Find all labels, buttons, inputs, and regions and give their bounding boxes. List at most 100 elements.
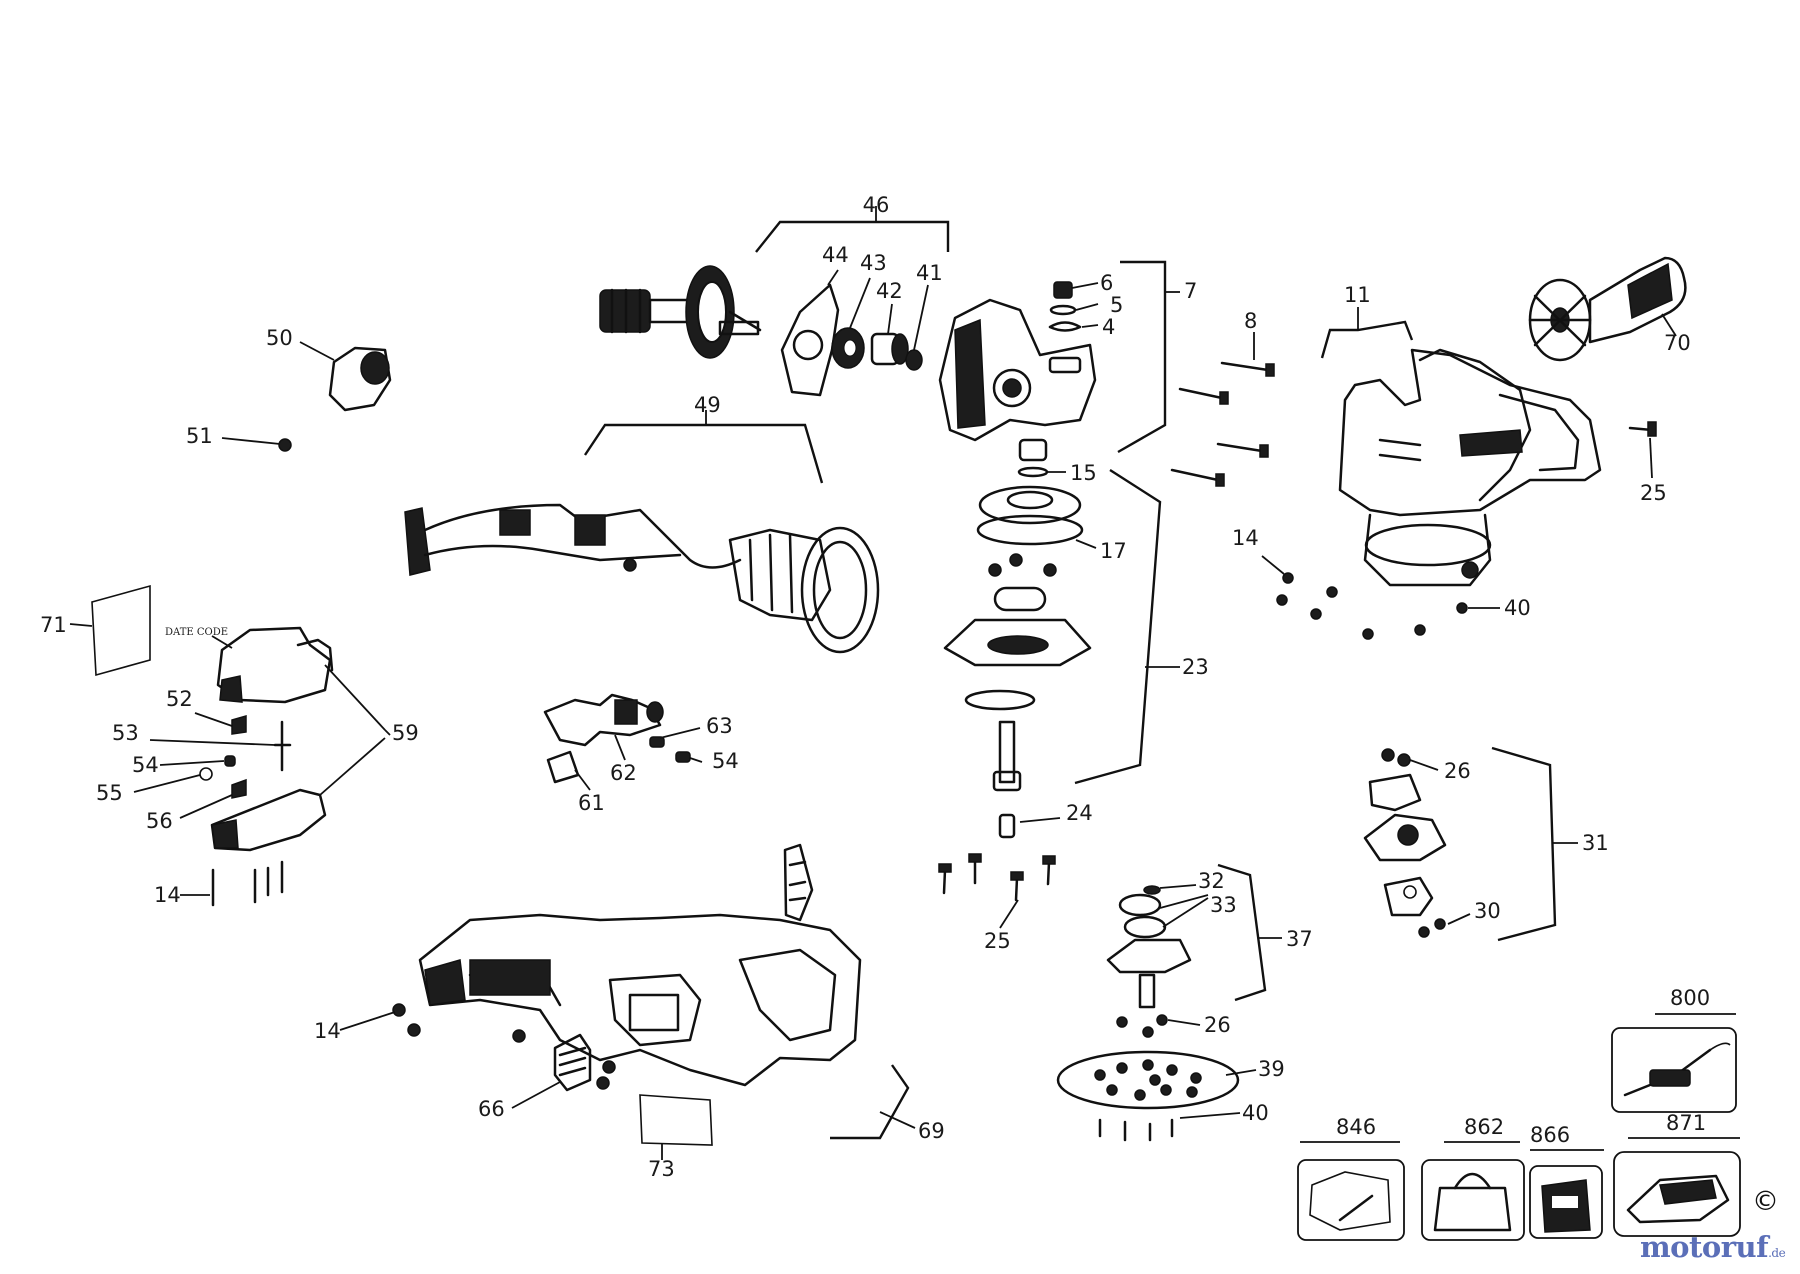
small-screw-part[interactable] — [221, 437, 292, 452]
watermark-logo: motoruf.de — [1640, 1230, 1786, 1264]
part-label-14c[interactable]: 14 — [314, 1019, 341, 1043]
gear-housing-part[interactable] — [938, 298, 1097, 442]
switch-module-part[interactable] — [299, 341, 392, 412]
part-label-31[interactable]: 31 — [1582, 831, 1609, 855]
bracket-7 — [1117, 260, 1180, 454]
main-housing-part[interactable] — [1320, 307, 1602, 587]
gear-plate-part[interactable] — [976, 485, 1097, 549]
part-label-4[interactable]: 4 — [1102, 315, 1115, 339]
housing-bottom-screws-part[interactable] — [1261, 555, 1500, 640]
main-body-housing-part[interactable] — [418, 843, 862, 1087]
accessory-box-871[interactable] — [1613, 1137, 1741, 1237]
part-label-25b[interactable]: 25 — [984, 929, 1011, 953]
spindle-lock-part[interactable] — [1048, 281, 1099, 332]
accessory-box-862[interactable] — [1421, 1141, 1525, 1241]
trigger-assembly-part[interactable] — [543, 693, 703, 791]
rear-handle-halves-part[interactable] — [210, 626, 391, 852]
part-label-63[interactable]: 63 — [706, 714, 733, 738]
bushing-part[interactable] — [870, 303, 909, 366]
part-label-33[interactable]: 33 — [1210, 893, 1237, 917]
side-handle-part[interactable] — [1528, 256, 1687, 362]
info-card-part[interactable] — [69, 584, 151, 677]
part-label-846[interactable]: 846 — [1336, 1115, 1376, 1139]
part-label-26b[interactable]: 26 — [1204, 1013, 1231, 1037]
accessory-box-866[interactable] — [1529, 1149, 1604, 1239]
gear-case-screws-part[interactable] — [938, 853, 1056, 929]
part-label-55[interactable]: 55 — [96, 781, 123, 805]
part-label-49[interactable]: 49 — [694, 393, 721, 417]
part-label-54a[interactable]: 54 — [132, 753, 159, 777]
part-label-30[interactable]: 30 — [1474, 899, 1501, 923]
part-label-37[interactable]: 37 — [1286, 927, 1313, 951]
accessory-box-846[interactable] — [1297, 1141, 1405, 1241]
part-label-6[interactable]: 6 — [1100, 271, 1113, 295]
bracket-37 — [1217, 863, 1282, 1002]
part-label-46[interactable]: 46 — [863, 193, 890, 217]
watermark-brand: motoruf — [1640, 1230, 1769, 1264]
handle-screw-part[interactable] — [1628, 421, 1657, 479]
part-label-54b[interactable]: 54 — [712, 749, 739, 773]
motor-wiring-assembly-part[interactable] — [404, 503, 880, 654]
part-label-14a[interactable]: 14 — [1232, 526, 1259, 550]
bracket-49 — [584, 410, 824, 484]
sanding-pad-assembly-part[interactable] — [1056, 884, 1257, 1142]
part-label-14b[interactable]: 14 — [154, 883, 181, 907]
handle-screws-part[interactable] — [180, 860, 284, 907]
spindle-part[interactable] — [992, 720, 1061, 839]
part-label-53[interactable]: 53 — [112, 721, 139, 745]
part-label-866[interactable]: 866 — [1530, 1123, 1570, 1147]
washer-part[interactable] — [1017, 438, 1066, 478]
part-label-5[interactable]: 5 — [1110, 293, 1123, 317]
baffle-plate-part[interactable] — [780, 269, 840, 397]
part-label-17[interactable]: 17 — [1100, 539, 1127, 563]
part-label-70[interactable]: 70 — [1664, 331, 1691, 355]
part-label-24[interactable]: 24 — [1066, 801, 1093, 825]
part-label-71[interactable]: 71 — [40, 613, 67, 637]
part-label-41[interactable]: 41 — [916, 261, 943, 285]
watermark-tld: .de — [1768, 1246, 1786, 1260]
part-label-871[interactable]: 871 — [1666, 1111, 1706, 1135]
pad-mount-assembly-part[interactable] — [1363, 748, 1471, 938]
part-label-862[interactable]: 862 — [1464, 1115, 1504, 1139]
copyright-symbol: © — [1752, 1186, 1779, 1217]
part-label-52[interactable]: 52 — [166, 687, 193, 711]
part-label-59[interactable]: 59 — [392, 721, 419, 745]
part-label-26a[interactable]: 26 — [1444, 759, 1471, 783]
part-label-62[interactable]: 62 — [610, 761, 637, 785]
switch-button-part[interactable] — [511, 1033, 592, 1109]
part-label-66[interactable]: 66 — [478, 1097, 505, 1121]
part-label-42[interactable]: 42 — [876, 279, 903, 303]
part-label-40b[interactable]: 40 — [1242, 1101, 1269, 1125]
part-label-61[interactable]: 61 — [578, 791, 605, 815]
part-label-69[interactable]: 69 — [918, 1119, 945, 1143]
part-label-56[interactable]: 56 — [146, 809, 173, 833]
part-label-73[interactable]: 73 — [648, 1157, 675, 1181]
part-label-51[interactable]: 51 — [186, 424, 213, 448]
part-label-800[interactable]: 800 — [1670, 986, 1710, 1010]
part-label-7[interactable]: 7 — [1184, 279, 1197, 303]
part-label-40a[interactable]: 40 — [1504, 596, 1531, 620]
part-label-8[interactable]: 8 — [1244, 309, 1257, 333]
part-label-15[interactable]: 15 — [1070, 461, 1097, 485]
small-nut-part[interactable] — [905, 284, 929, 371]
bracket-46 — [755, 206, 950, 253]
bracket-31 — [1491, 746, 1578, 942]
part-label-43[interactable]: 43 — [860, 251, 887, 275]
bearing-plate-screws-part[interactable] — [943, 553, 1092, 711]
switch-small-parts[interactable] — [133, 712, 292, 819]
part-label-25a[interactable]: 25 — [1640, 481, 1667, 505]
armature-gear-part[interactable] — [599, 265, 762, 359]
body-screws-part[interactable] — [339, 1003, 616, 1090]
part-label-50[interactable]: 50 — [266, 326, 293, 350]
housing-screws-part[interactable] — [1170, 332, 1275, 487]
bearing-part[interactable] — [831, 277, 871, 369]
part-label-11[interactable]: 11 — [1344, 283, 1371, 307]
part-label-23[interactable]: 23 — [1182, 655, 1209, 679]
bracket-23 — [1074, 468, 1180, 785]
part-label-32[interactable]: 32 — [1198, 869, 1225, 893]
part-label-39[interactable]: 39 — [1258, 1057, 1285, 1081]
rating-label-part[interactable] — [639, 1094, 713, 1160]
part-label-44[interactable]: 44 — [822, 243, 849, 267]
accessory-box-800[interactable] — [1611, 1013, 1737, 1113]
